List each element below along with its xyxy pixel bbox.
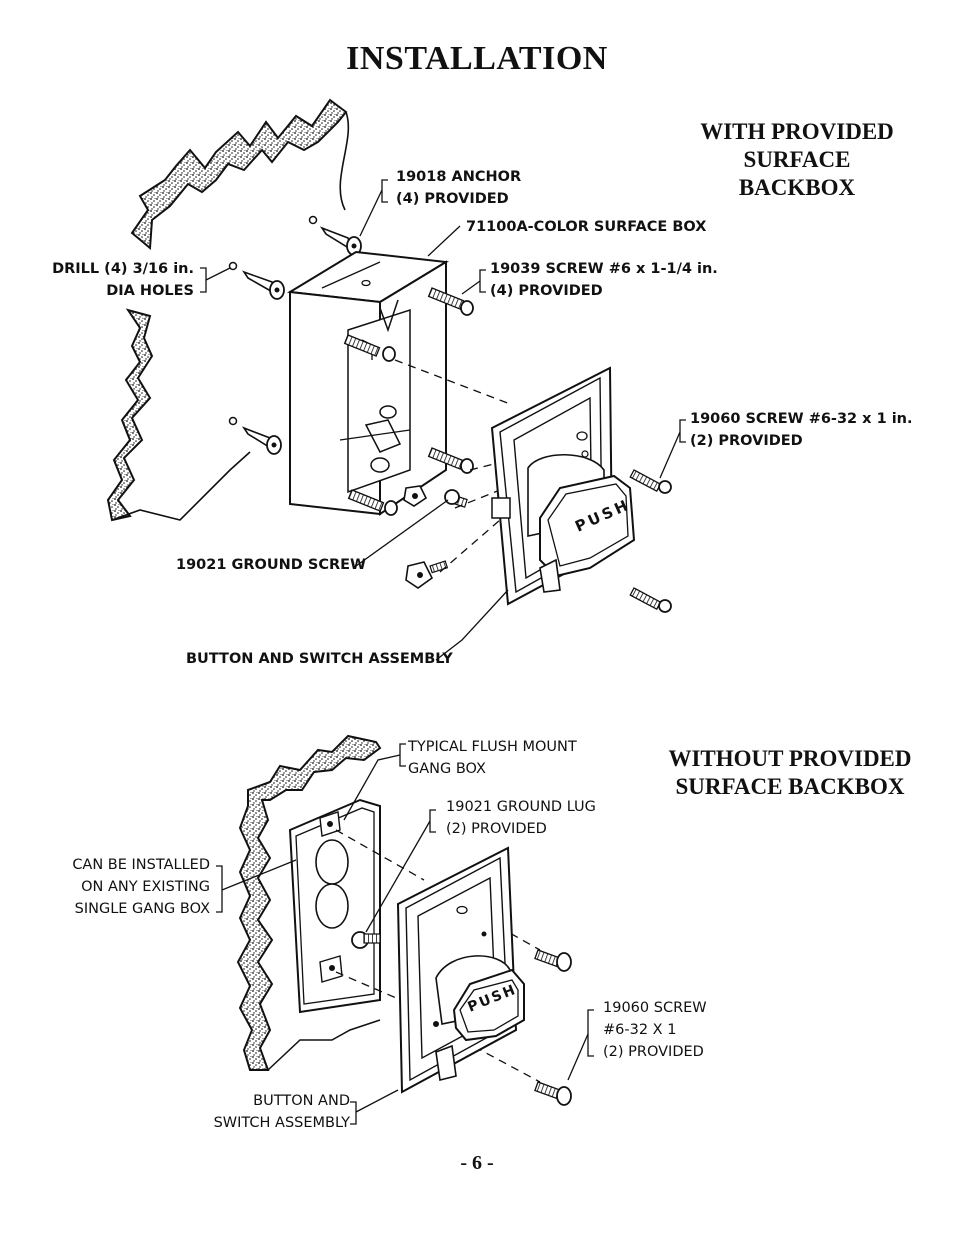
label-gang-box-line-2: GANG BOX [408,761,486,777]
bottom-leader-lines [216,743,594,1125]
label-screw-19060-top-line-2: (2) PROVIDED [690,433,803,449]
label-assembly-bottom-line-2: SWITCH ASSEMBLY [213,1115,350,1131]
top-heading-line-2: SURFACE [743,147,851,172]
label-anchor-line-1: 19018 ANCHOR [396,169,522,185]
label-existing-box-line-2: ON ANY EXISTING [81,879,210,895]
label-assembly-top: BUTTON AND SWITCH ASSEMBLY [186,651,453,667]
label-screw-19039: 19039 SCREW #6 x 1-1/4 in. (4) PROVIDED [490,258,718,302]
label-anchor: 19018 ANCHOR (4) PROVIDED [396,166,521,210]
label-screw-19039-line-2: (4) PROVIDED [490,283,603,299]
ground-lug-bottom [351,931,381,949]
label-drill-line-1: DRILL (4) 3/16 in. [52,261,194,277]
label-existing-box-line-1: CAN BE INSTALLED [72,857,210,873]
label-surface-box: 71100A-COLOR SURFACE BOX [466,219,707,235]
label-drill: DRILL (4) 3/16 in. DIA HOLES [30,258,194,302]
label-ground-lug: 19021 GROUND LUG (2) PROVIDED [446,796,596,840]
label-screw-19060-bottom-line-1: 19060 SCREW [603,1000,707,1016]
label-screw-19060-top: 19060 SCREW #6-32 x 1 in. (2) PROVIDED [690,408,913,452]
top-section-heading: WITH PROVIDED SURFACE BACKBOX [680,118,914,202]
label-ground-lug-line-1: 19021 GROUND LUG [446,799,596,815]
label-existing-box-line-3: SINGLE GANG BOX [74,901,210,917]
label-assembly-bottom-line-1: BUTTON AND [253,1093,350,1109]
label-drill-line-2: DIA HOLES [106,283,194,299]
anchor-lower [228,416,282,455]
gang-box [288,798,381,1014]
label-screw-19060-bottom-line-2: #6-32 X 1 [603,1022,677,1038]
bottom-section-heading: WITHOUT PROVIDED SURFACE BACKBOX [660,745,920,801]
surface-box [286,250,450,516]
switch-assembly-top [490,366,636,606]
label-screw-19060-top-line-1: 19060 SCREW #6-32 x 1 in. [690,411,913,427]
label-existing-box: CAN BE INSTALLED ON ANY EXISTING SINGLE … [40,854,210,920]
ground-screw-top [403,485,468,589]
anchor-middle [228,261,285,300]
bottom-wall [236,734,382,1071]
box-screws [343,287,474,516]
assembly-screws-bottom [534,949,572,1106]
page-number: - 6 - [460,1152,494,1174]
assembly-screws-top [629,469,672,613]
label-anchor-line-2: (4) PROVIDED [396,191,509,207]
label-ground-lug-line-2: (2) PROVIDED [446,821,547,837]
label-gang-box-line-1: TYPICAL FLUSH MOUNT [408,739,577,755]
anchor-upper [308,215,362,256]
label-gang-box: TYPICAL FLUSH MOUNT GANG BOX [408,736,577,780]
bottom-heading-line-2: SURFACE BACKBOX [675,774,905,799]
bottom-heading-line-1: WITHOUT PROVIDED [668,746,912,771]
top-heading-line-3: BACKBOX [738,175,856,200]
label-screw-19060-bottom-line-3: (2) PROVIDED [603,1044,704,1060]
page-title: INSTALLATION [346,40,608,77]
top-leader-lines [200,179,686,661]
top-wall [106,98,350,522]
label-screw-19039-line-1: 19039 SCREW #6 x 1-1/4 in. [490,261,718,277]
top-heading-line-1: WITH PROVIDED [700,119,894,144]
label-assembly-bottom: BUTTON AND SWITCH ASSEMBLY [180,1090,350,1134]
label-ground-screw: 19021 GROUND SCREW [176,557,367,573]
label-screw-19060-bottom: 19060 SCREW #6-32 X 1 (2) PROVIDED [603,997,707,1063]
switch-assembly-bottom [396,846,525,1094]
